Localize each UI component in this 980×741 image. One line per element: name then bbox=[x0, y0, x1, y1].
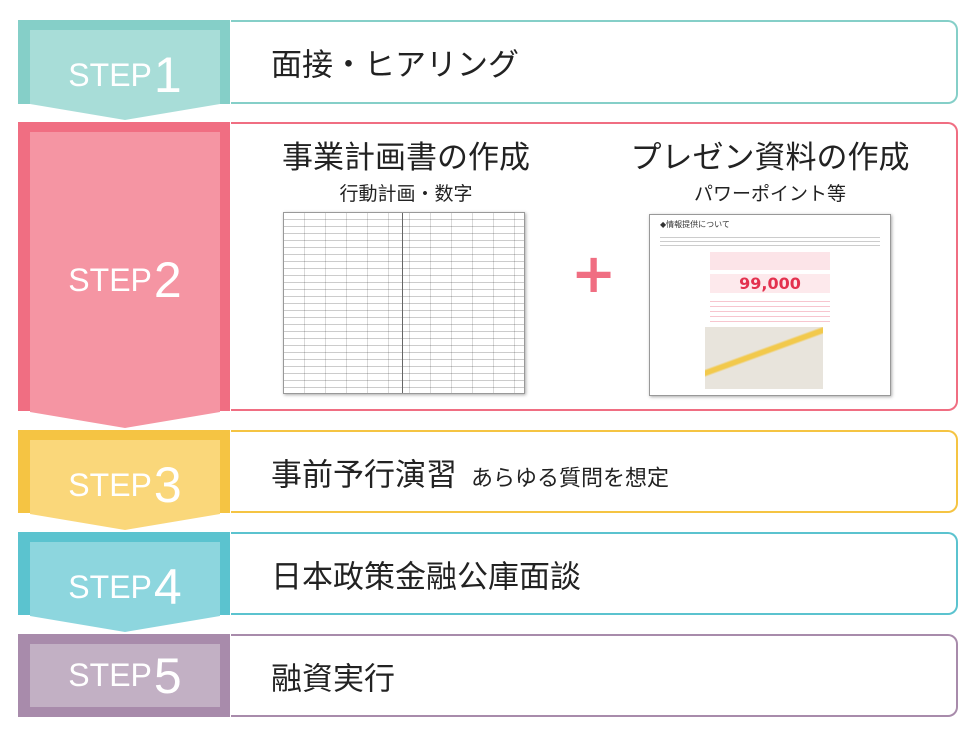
business-plan-column: 事業計画書の作成 行動計画・数字 bbox=[261, 132, 551, 206]
business-plan-title: 事業計画書の作成 bbox=[282, 140, 530, 176]
presentation-subtitle: パワーポイント等 bbox=[693, 183, 846, 205]
business-plan-subtitle: 行動計画・数字 bbox=[339, 183, 473, 205]
presentation-column: プレゼン資料の作成 パワーポイント等 bbox=[609, 132, 931, 206]
step-title: 日本政策金融公庫面談 bbox=[271, 559, 581, 595]
step-title: 面接・ヒアリング bbox=[271, 47, 519, 84]
business-plan-thumbnail bbox=[283, 212, 525, 394]
step-number: 2 bbox=[153, 252, 182, 308]
step-label: STEP bbox=[68, 261, 152, 298]
presentation-title: プレゼン資料の作成 bbox=[630, 140, 910, 176]
map-image bbox=[705, 327, 823, 389]
plus-icon: + bbox=[571, 242, 617, 305]
step-content: 面接・ヒアリング bbox=[231, 20, 958, 104]
step-number: 3 bbox=[153, 457, 182, 513]
step-number: 5 bbox=[153, 647, 182, 704]
step-title: 融資実行 bbox=[271, 661, 395, 697]
step-number: 4 bbox=[153, 559, 182, 615]
step-label: STEP bbox=[68, 568, 152, 605]
step-subtitle: あらゆる質問を想定 bbox=[471, 466, 670, 491]
step-label: STEP bbox=[68, 657, 152, 693]
preview-price: 99,000 bbox=[710, 274, 830, 293]
step-content: 事前予行演習あらゆる質問を想定 bbox=[231, 430, 958, 513]
presentation-thumbnail: ◆情報提供について 99,000 bbox=[649, 214, 891, 396]
step-content: 日本政策金融公庫面談 bbox=[231, 532, 958, 615]
step-number: 1 bbox=[153, 47, 182, 103]
step-label: STEP bbox=[68, 56, 152, 93]
step-content: 事業計画書の作成 行動計画・数字 プレゼン資料の作成 パワーポイント等 + ◆情… bbox=[231, 122, 958, 411]
step-title: 事前予行演習 bbox=[271, 457, 457, 493]
step-label: STEP bbox=[68, 466, 152, 503]
step-content: 融資実行 bbox=[231, 634, 958, 717]
preview-heading: ◆情報提供について bbox=[660, 220, 730, 229]
